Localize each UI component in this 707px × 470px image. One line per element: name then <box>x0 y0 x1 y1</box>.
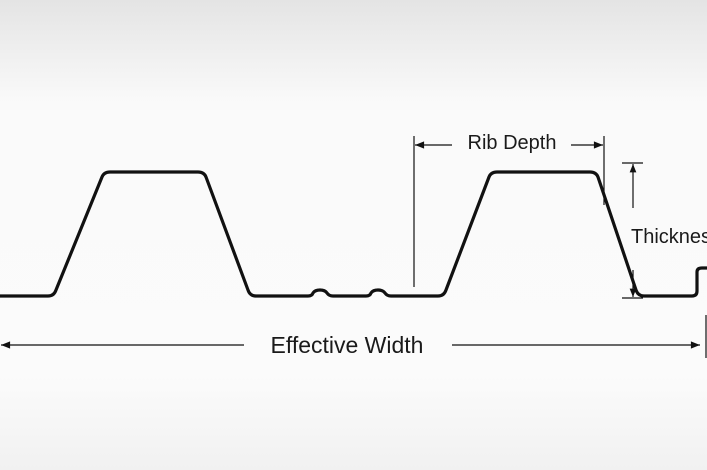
thickness-label: Thickness <box>631 226 707 248</box>
deck-profile-outline <box>0 170 707 298</box>
effective-width-label: Effective Width <box>271 332 424 358</box>
rib-depth-label: Rib Depth <box>468 132 557 154</box>
